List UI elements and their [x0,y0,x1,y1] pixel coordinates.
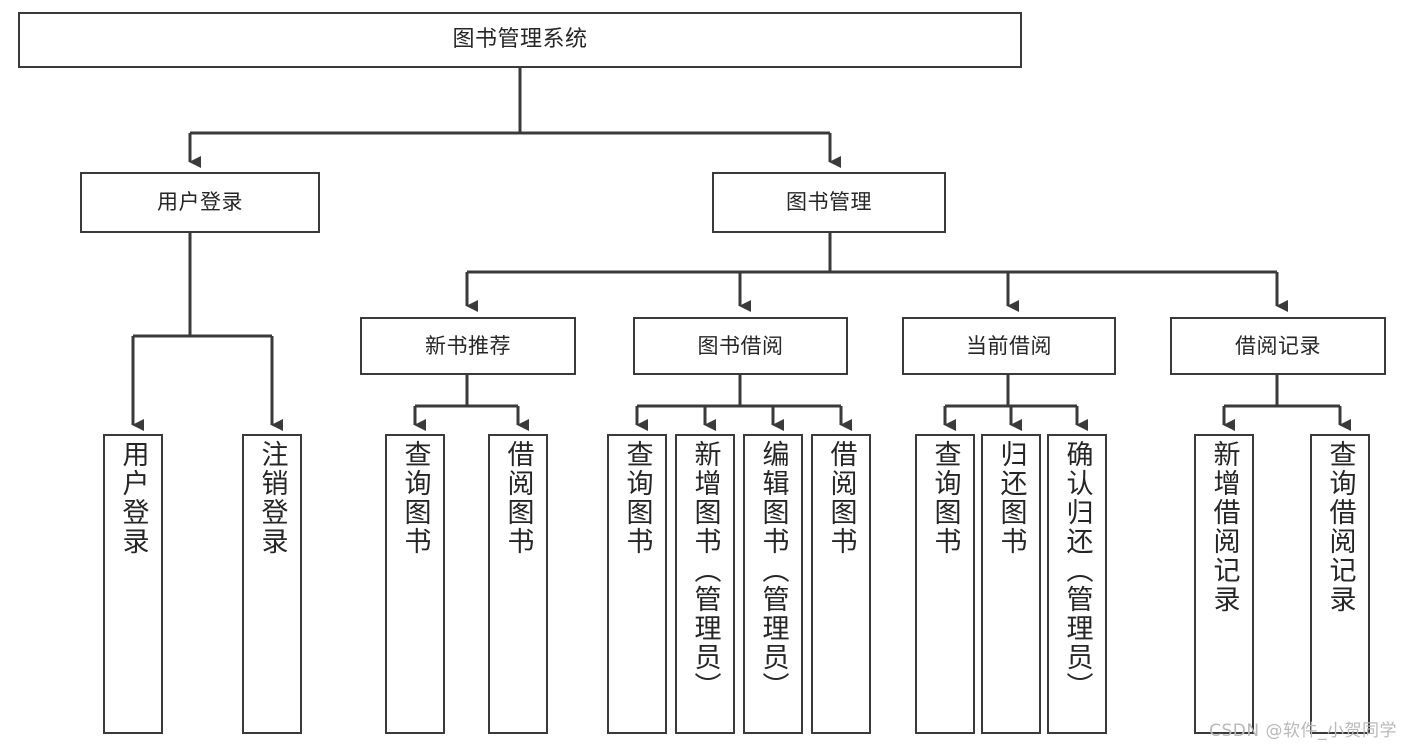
node-new-book-rec-label: 新书推荐 [425,333,511,358]
leaf-query-record[interactable]: 查询借阅记录 [1310,434,1370,734]
node-current-borrow-label: 当前借阅 [966,333,1052,358]
leaf-query-book-1-label: 查询图书 [399,440,431,556]
leaf-logout-label: 注销登录 [256,440,288,556]
node-book-borrow[interactable]: 图书借阅 [633,317,848,375]
leaf-return-book-label: 归还图书 [995,440,1027,556]
node-root[interactable]: 图书管理系统 [18,12,1022,68]
leaf-query-book-2[interactable]: 查询图书 [607,434,667,734]
leaf-edit-book-label: 编辑图书（管理员） [757,440,789,701]
leaf-query-book-3[interactable]: 查询图书 [915,434,975,734]
leaf-add-record[interactable]: 新增借阅记录 [1194,434,1254,734]
leaf-add-book[interactable]: 新增图书（管理员） [675,434,735,734]
leaf-borrow-book-1-label: 借阅图书 [502,440,534,556]
leaf-query-book-1[interactable]: 查询图书 [385,434,445,734]
csdn-watermark: CSDN @软件_小贺同学 [1209,721,1397,741]
leaf-return-book[interactable]: 归还图书 [981,434,1041,734]
leaf-logout[interactable]: 注销登录 [242,434,302,734]
leaf-query-record-label: 查询借阅记录 [1324,440,1356,614]
node-book-manage[interactable]: 图书管理 [712,172,946,233]
node-user-login[interactable]: 用户登录 [80,172,320,233]
leaf-borrow-book-2[interactable]: 借阅图书 [811,434,871,734]
leaf-query-book-2-label: 查询图书 [621,440,653,556]
leaf-edit-book[interactable]: 编辑图书（管理员） [743,434,803,734]
leaf-borrow-book-1[interactable]: 借阅图书 [488,434,548,734]
node-book-borrow-label: 图书借阅 [697,333,784,358]
leaf-borrow-book-2-label: 借阅图书 [825,440,857,556]
node-user-login-label: 用户登录 [157,190,243,215]
leaf-user-login-label: 用户登录 [117,440,149,556]
leaf-user-login[interactable]: 用户登录 [103,434,163,734]
node-book-manage-label: 图书管理 [786,190,872,215]
leaf-add-record-label: 新增借阅记录 [1208,440,1240,614]
leaf-confirm-return[interactable]: 确认归还（管理员） [1047,434,1107,734]
node-current-borrow[interactable]: 当前借阅 [902,317,1116,375]
leaf-query-book-3-label: 查询图书 [929,440,961,556]
leaf-add-book-label: 新增图书（管理员） [689,440,721,701]
node-borrow-record-label: 借阅记录 [1235,333,1321,358]
leaf-confirm-return-label: 确认归还（管理员） [1061,440,1093,701]
node-new-book-rec[interactable]: 新书推荐 [360,317,576,375]
node-root-label: 图书管理系统 [452,27,588,53]
node-borrow-record[interactable]: 借阅记录 [1170,317,1386,375]
